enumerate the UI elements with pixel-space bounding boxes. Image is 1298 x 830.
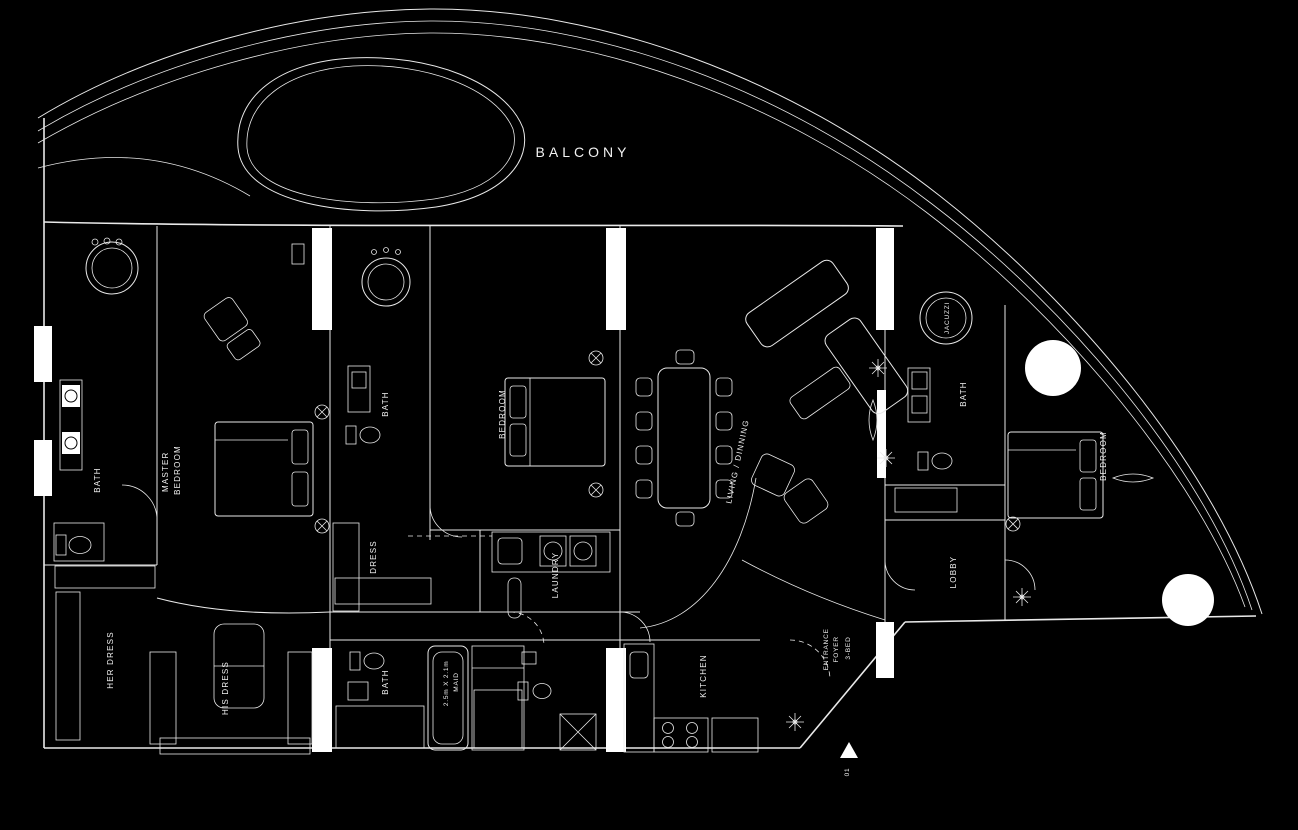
round-planter-bottom	[1162, 574, 1214, 626]
master-chaise	[203, 297, 261, 361]
master-closet-hatch	[332, 522, 360, 612]
column-blocks	[34, 228, 894, 752]
unit-number-label: 01	[844, 768, 851, 777]
plant-symbols	[786, 359, 1031, 731]
bottom-bath-label: BATH	[381, 669, 390, 695]
jacuzzi-label: JACUZZI	[944, 302, 951, 334]
right-bedroom-label: BEDROOM	[1099, 431, 1108, 481]
dress-closet-hatch	[334, 577, 432, 605]
balcony-outline	[37, 8, 1263, 615]
balcony-label: BALCONY	[536, 144, 631, 160]
door-arcs	[121, 484, 1036, 681]
fan-symbol-bedroom	[1111, 473, 1155, 483]
master-tv-unit	[291, 243, 305, 265]
mid-bedroom-bed	[504, 350, 606, 498]
laundry-fixtures	[491, 531, 611, 619]
her-dress-label: HER DRESS	[106, 631, 115, 688]
bath-top-label: BATH	[381, 391, 390, 417]
master-bed	[214, 404, 330, 534]
right-bedroom-bed	[1005, 431, 1104, 532]
maid-room-fixtures	[471, 645, 597, 751]
jacuzzi-tub	[919, 291, 973, 345]
dining-table-set	[635, 349, 733, 527]
kitchen-label: KITCHEN	[699, 654, 708, 698]
laundry-label: LAUNDRY	[551, 552, 560, 599]
entrance-arrow	[840, 742, 858, 758]
master-bath-fixtures	[53, 237, 139, 562]
mid-bedroom-label: BEDROOM	[498, 389, 507, 439]
bottom-bath-fixtures	[335, 645, 469, 751]
fan-symbol-living	[868, 398, 878, 442]
right-bath-fixtures	[907, 367, 953, 471]
balcony-planter-blob	[237, 57, 526, 212]
maid-label: 2.5m X 2.1m MAID	[443, 658, 460, 706]
entrance-foyer-label: ENTRANCE FOYER 3-BED	[823, 626, 852, 671]
right-bath-label: BATH	[959, 381, 968, 407]
master-bath-label: BATH	[93, 467, 102, 493]
dress-label: DRESS	[369, 540, 378, 574]
round-planter-top	[1025, 340, 1081, 396]
living-sofa-set	[745, 259, 909, 524]
dressing-closets	[54, 565, 313, 755]
lobby-label: LOBBY	[949, 556, 958, 589]
master-bedroom-label: MASTER BEDROOM	[161, 445, 182, 495]
bath-top-fixtures	[345, 247, 411, 445]
right-closet-hatch	[894, 487, 958, 513]
his-dress-label: HIS DRESS	[221, 661, 230, 715]
kitchen-fixtures	[623, 643, 759, 753]
